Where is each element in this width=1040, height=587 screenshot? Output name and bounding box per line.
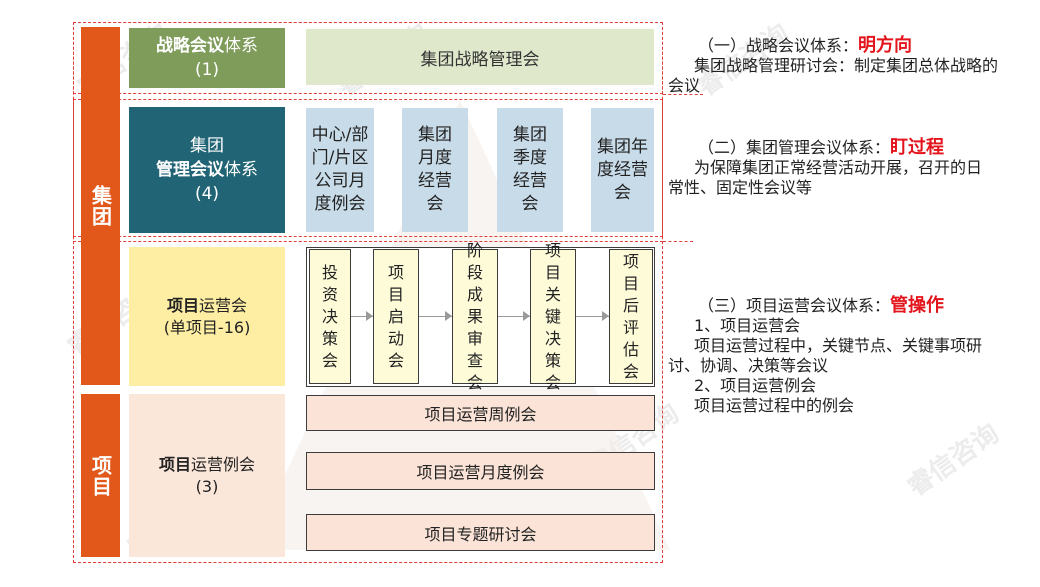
connector-line — [663, 241, 693, 242]
routine-meeting-box: 项目运营周例会 — [306, 395, 655, 431]
management-meeting-box: 集团年度经营会 — [591, 108, 654, 232]
group-label-bar: 集团 — [81, 27, 120, 385]
process-step: 项目启动会 — [373, 249, 419, 384]
operation-category: 项目运营会 (单项目-16) — [129, 247, 285, 386]
management-meeting-box: 集团季度经营会 — [497, 108, 563, 232]
routine-meeting-box: 项目运营月度例会 — [306, 452, 655, 490]
strategy-section-frame — [73, 22, 663, 94]
project-label-bar: 项目 — [81, 394, 120, 557]
arrow-head-icon — [445, 311, 452, 321]
strategy-meeting-box: 集团战略管理会 — [306, 29, 654, 85]
routine-meeting-box: 项目专题研讨会 — [306, 514, 655, 551]
arrow-head-icon — [366, 311, 373, 321]
note-strategy: （一）战略会议体系：明方向 集团战略管理研讨会：制定集团总体战略的会议 — [668, 35, 999, 96]
connector-line — [663, 94, 703, 95]
note-management: （二）集团管理会议体系：盯过程 为保障集团正常经营活动开展，召开的日常性、固定性… — [668, 137, 983, 198]
project-section-frame — [73, 241, 663, 563]
process-step: 投资决策会 — [309, 249, 351, 384]
process-step: 项目后评估会 — [609, 249, 653, 384]
process-step: 阶段成果审查会 — [452, 241, 498, 392]
arrow-head-icon — [602, 311, 609, 321]
process-step: 项目关键决策会 — [530, 241, 576, 392]
management-meeting-box: 中心/部门/片区公司月度例会 — [306, 108, 374, 232]
arrow-head-icon — [523, 311, 530, 321]
watermark: 睿信咨询 — [902, 418, 1005, 503]
management-section-frame — [73, 99, 663, 237]
management-category: 集团 管理会议体系 (4) — [129, 107, 285, 233]
management-meeting-box: 集团月度经营会 — [402, 108, 468, 232]
routine-category: 项目运营例会 (3) — [129, 394, 285, 557]
strategy-category: 战略会议体系 (1) — [129, 28, 285, 88]
note-operation: （三）项目运营会议体系：管操作 1、项目运营会 项目运营过程中，关键节点、关键事… — [668, 295, 983, 416]
